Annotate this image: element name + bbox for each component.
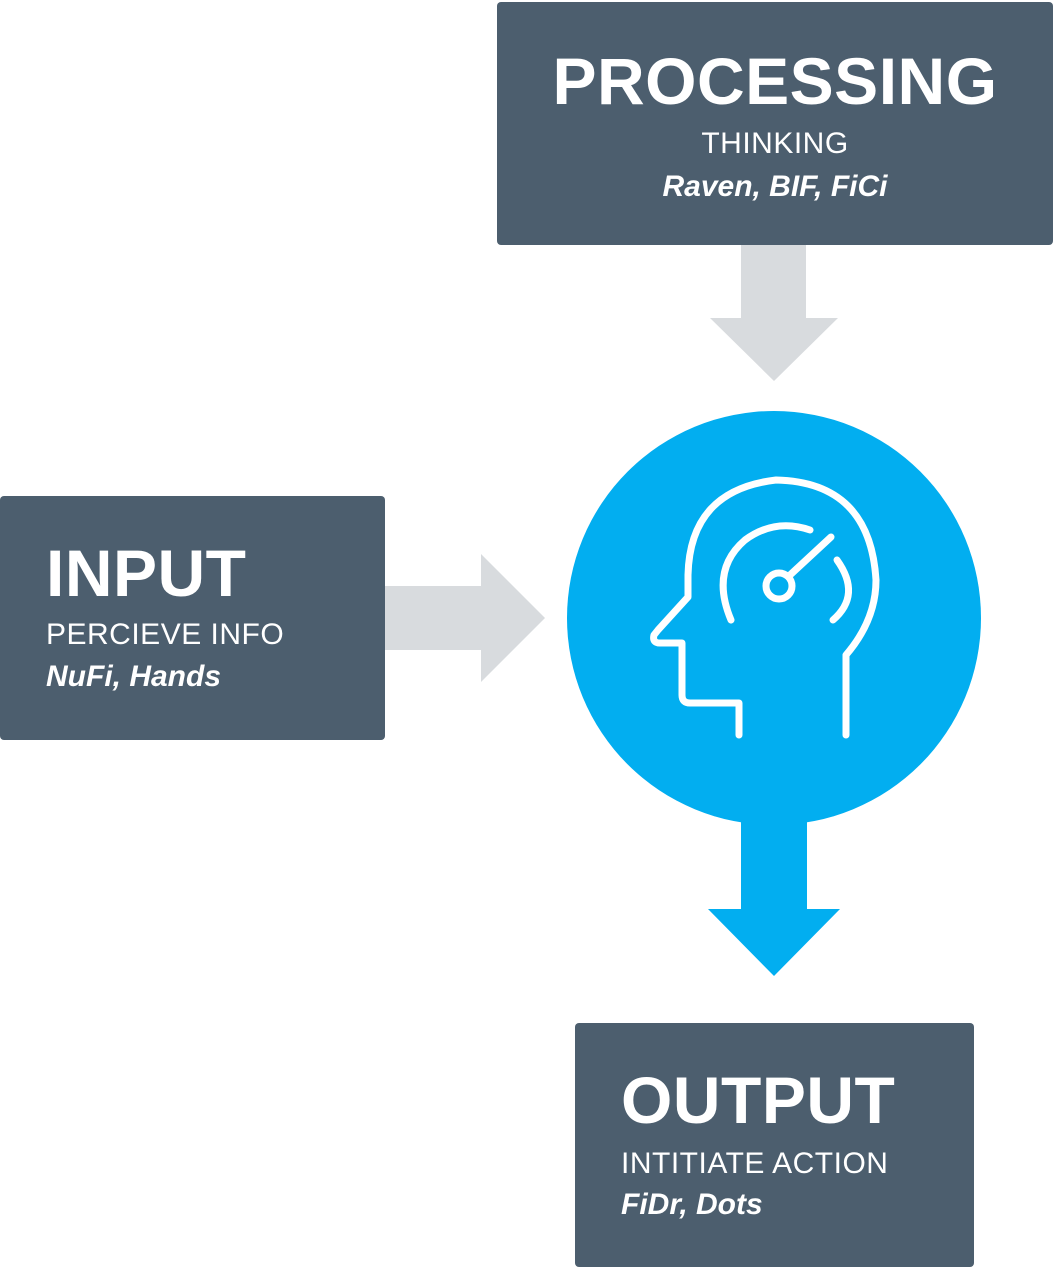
input-title: INPUT [46,536,247,610]
input-subtitle: PERCIEVE INFO [46,618,285,651]
input-tests: NuFi, Hands [46,660,222,693]
head-circle [567,411,981,976]
output-tests: FiDr, Dots [621,1188,763,1221]
output-title: OUTPUT [621,1063,896,1137]
processing-subtitle: THINKING [701,127,849,160]
output-box: OUTPUT INTITIATE ACTION FiDr, Dots [575,1023,974,1267]
arrow-processing-to-head [710,245,838,381]
processing-title: PROCESSING [552,44,998,118]
input-box: INPUT PERCIEVE INFO NuFi, Hands [0,496,385,740]
processing-box: PROCESSING THINKING Raven, BIF, FiCi [497,2,1053,245]
processing-tests: Raven, BIF, FiCi [662,170,888,203]
arrow-input-to-head [385,554,545,682]
arrow-head-to-output [708,800,840,976]
output-subtitle: INTITIATE ACTION [621,1147,889,1180]
head-gauge-icon [650,476,880,739]
